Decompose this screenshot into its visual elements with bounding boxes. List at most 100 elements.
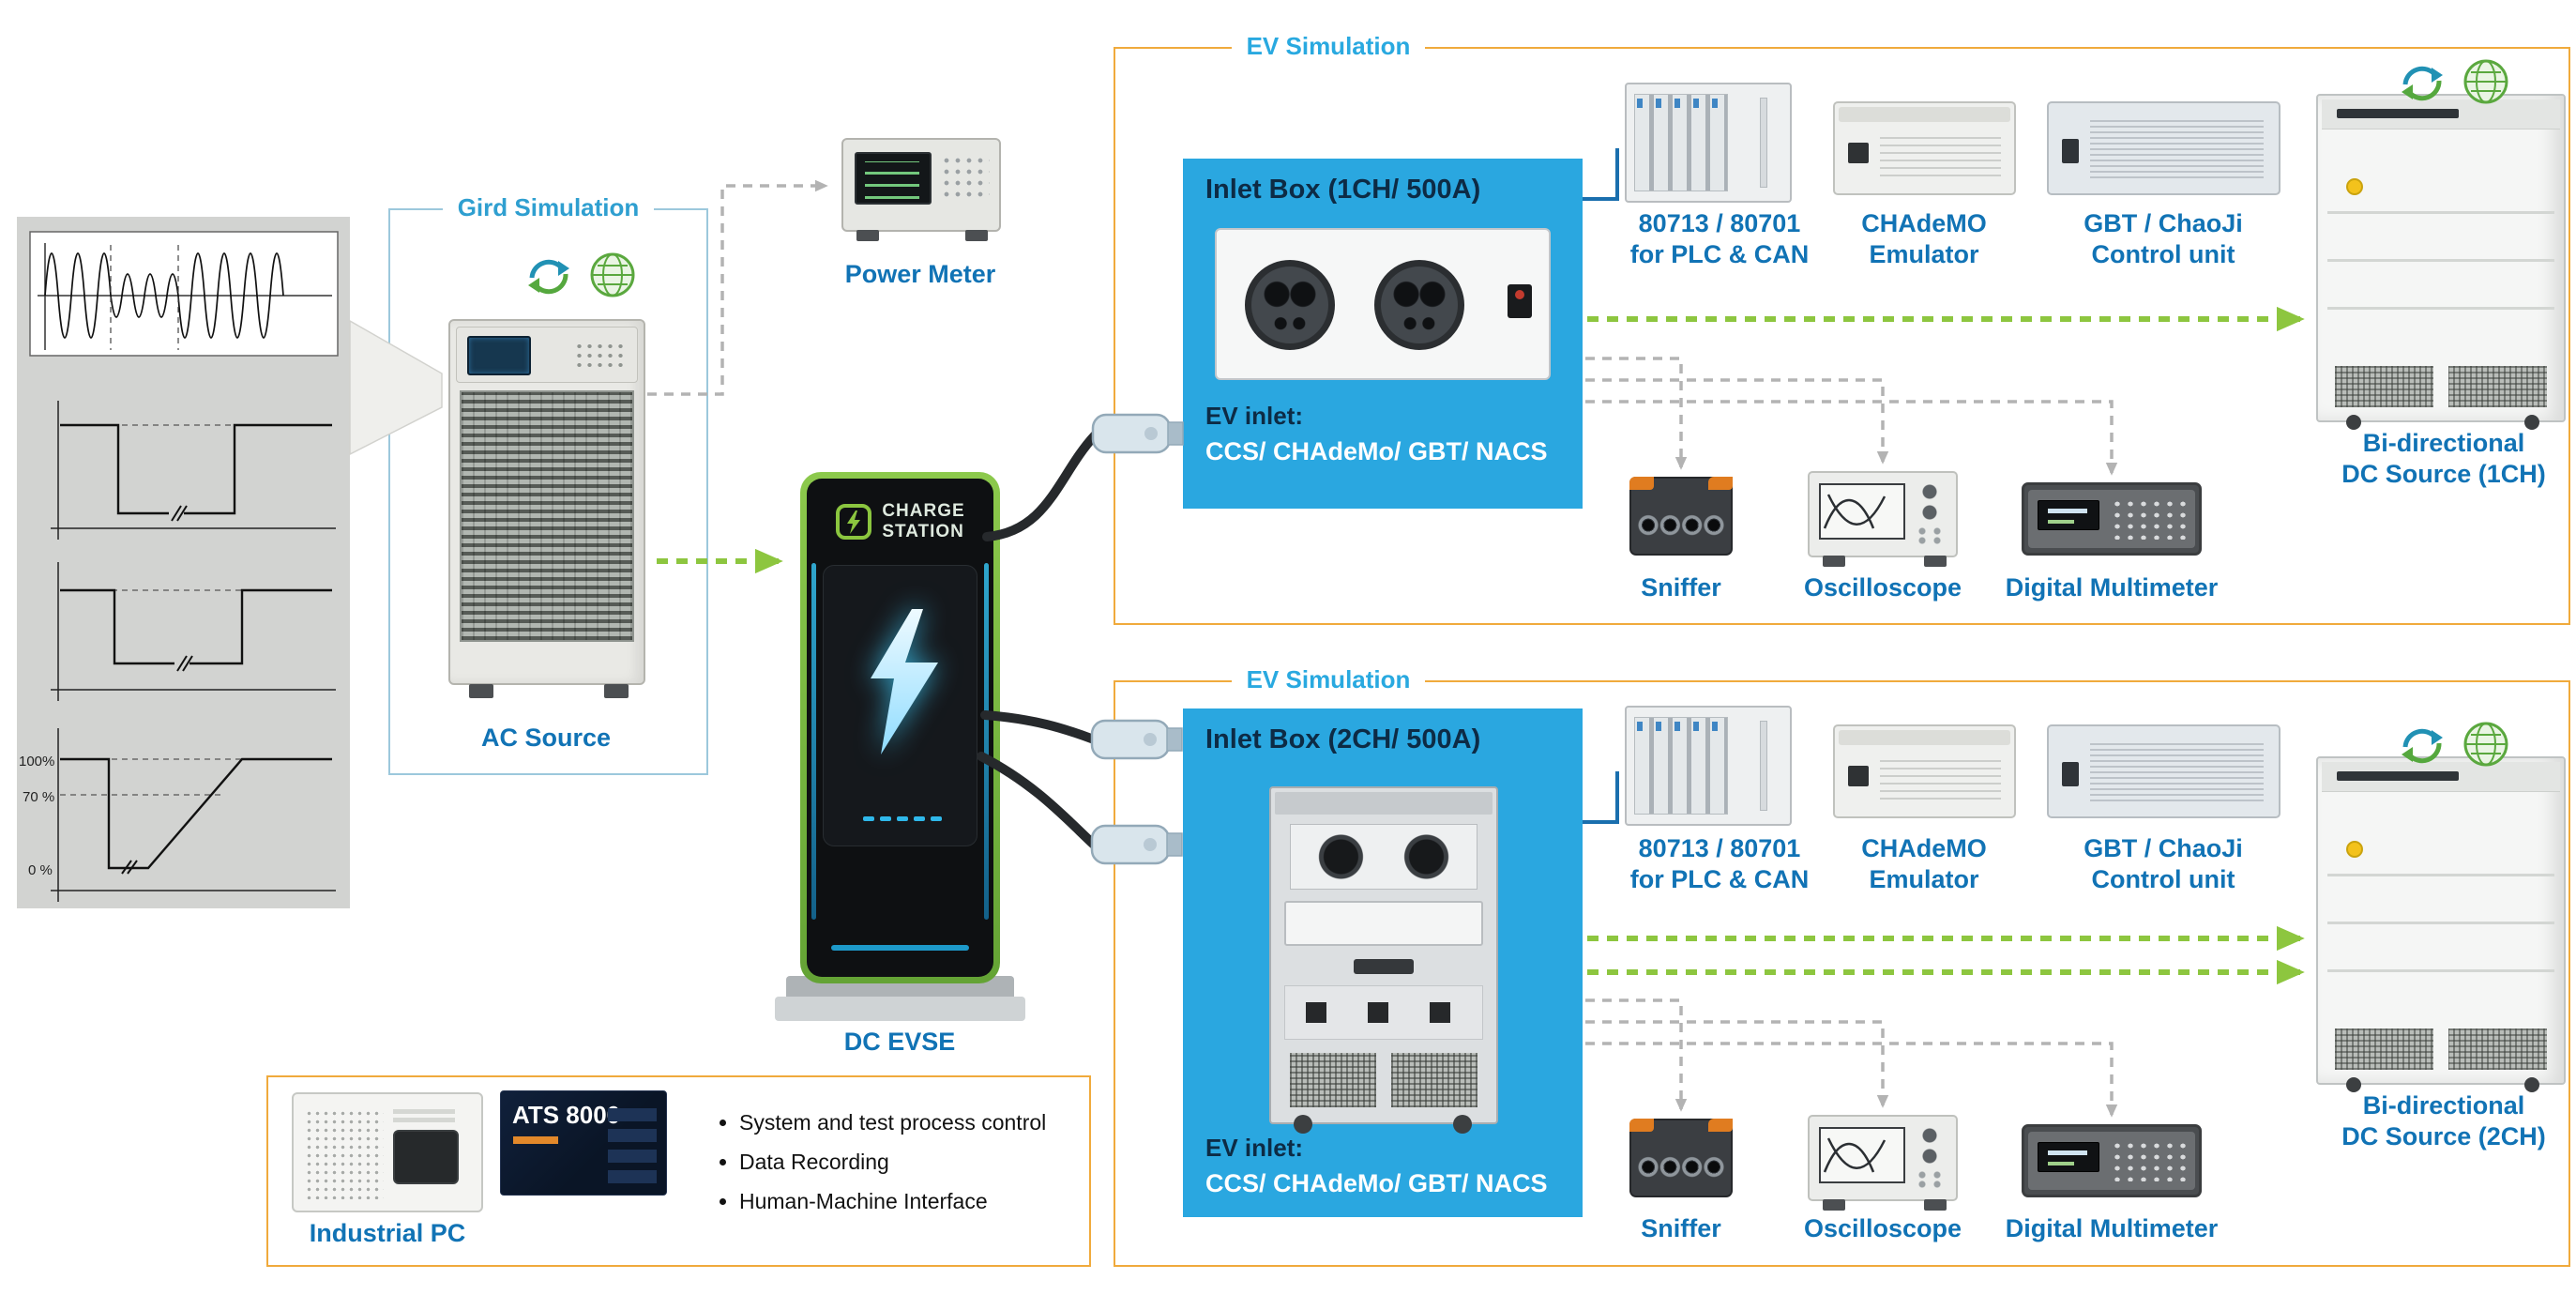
pc-function-item-3: Human-Machine Interface [739,1182,1092,1222]
chademo-emulator-device-1 [1833,101,2016,195]
oscilloscope-feet-1 [1823,556,1845,567]
grid-waveform-panel: 100% 70 % 0 % [17,217,350,908]
dc-evse-label: DC EVSE [843,1028,956,1056]
chademo-label-2-line1: CHAdeMO [1861,834,1987,862]
sniffer-device-2 [1629,1119,1733,1197]
ev-inlet-value-2: CCS/ CHAdeMo/ GBT/ NACS [1205,1169,1548,1197]
plc-can-label-2-line2: for PLC & CAN [1629,865,1810,894]
gbt-chaoji-label-2: GBT / ChaoJi Control unit [2032,833,2295,896]
gbt-chaoji-device-2 [2047,724,2281,818]
ev-simulation-title-2-text: EV Simulation [1231,665,1426,693]
pc-function-item-1: System and test process control [739,1104,1092,1143]
evse-led-bar-bottom [831,945,969,951]
industrial-pc-slots [393,1107,455,1122]
ev-inlet-label-2: EV inlet: [1205,1134,1304,1162]
cabinet-handle [1354,959,1414,974]
dc-source-1-panels [2327,208,2554,355]
dc-source-2-casters [2346,1077,2361,1092]
plot4-label-0: 0 % [28,862,53,878]
eco-recycle-globe-icon [528,252,635,297]
ats-software-title: ATS 8000 [512,1101,621,1129]
gbt-grooves-1 [2090,118,2264,178]
oscilloscope-device-2 [1808,1115,1958,1211]
industrial-pc-frame [266,1075,1091,1267]
dc-source-2-panels [2327,871,2554,1017]
inlet-rack-switch [1508,284,1532,318]
plc-can-label-1-line1: 80713 / 80701 [1638,209,1801,237]
plc-can-label-1-line2: for PLC & CAN [1629,240,1810,269]
oscilloscope-trace-2 [1823,1137,1887,1173]
bidirectional-dc-source-1-label: Bi-directional DC Source (1CH) [2294,428,2576,491]
charge-text-line1: CHARGE [882,501,965,521]
eco-recycle-globe-icon [2402,59,2508,104]
dc-evse-device: CHARGE STATION [800,472,1000,983]
charge-progress-dashes [863,816,874,821]
oscilloscope-screen-1 [1819,483,1905,540]
plot2-trace [60,423,332,515]
charge-station-icon [836,503,872,540]
bidirectional-dc-source-2-label: Bi-directional DC Source (2CH) [2294,1090,2576,1153]
charging-cable-1 [982,431,1099,541]
bidirectional-dc-source-1-device [2316,94,2566,430]
ccs-inlet-socket-1 [1245,260,1335,350]
plc-can-label-2: 80713 / 80701 for PLC & CAN [1598,833,1841,896]
plot4-label-100: 100% [19,754,54,769]
bidirectional-dc-source-2-device [2316,756,2566,1092]
gbt-grooves-2 [2090,741,2264,801]
ev-inlet-value-1: CCS/ CHAdeMo/ GBT/ NACS [1205,437,1548,465]
plot4-trace [60,757,332,870]
gbt-chaoji-label-1: GBT / ChaoJi Control unit [2032,208,2295,271]
plot2-break-1 [171,505,182,522]
waveform-plots: 100% 70 % 0 % [19,231,339,902]
sniffer-label-2: Sniffer [1641,1214,1721,1242]
oscilloscope-label-2: Oscilloscope [1803,1214,1962,1242]
dc-source-1-vents [2335,366,2547,407]
ats-software-screen: ATS 8000 [500,1090,667,1196]
pc-functions-list: System and test process control Data Rec… [713,1104,1092,1222]
lightning-bolt-icon [871,609,938,754]
dc-source-2-label-line2: DC Source (2CH) [2341,1122,2546,1151]
oscilloscope-knobs-2 [1911,1126,1948,1188]
dc-source-2-top [2322,762,2560,792]
dc-evse-screen [823,565,977,846]
ac-source-vents [460,390,634,642]
oscilloscope-trace-1 [1823,494,1887,529]
ev-simulation-title-1-text: EV Simulation [1231,32,1426,60]
gbt-label-1-line2: Control unit [2091,240,2235,269]
plot3-break-1 [176,655,188,672]
oscilloscope-knobs-1 [1911,482,1948,544]
multimeter-display-1 [2038,500,2099,530]
dc-source-1-casters [2346,415,2361,430]
inlet-rack-1ch-device [1215,228,1551,380]
chademo-emulator-label-1: CHAdeMO Emulator [1811,208,2037,271]
ac-source-buttons [574,342,629,368]
cabinet-inlet-ports [1290,824,1477,890]
ac-source-label: AC Source [480,724,612,752]
plc-can-chassis-1 [1625,83,1792,203]
oscilloscope-label-1: Oscilloscope [1803,573,1962,602]
plot4-label-70: 70 % [23,789,54,805]
ccs-inlet-socket-2 [1374,260,1464,350]
evse-led-strip-right [984,563,989,920]
chademo-label-2-line2: Emulator [1869,865,1979,894]
evse-led-strip-left [811,563,816,920]
charge-station-text: CHARGE STATION [882,501,964,542]
chademo-label-1-line1: CHAdeMO [1861,209,1987,237]
ev-simulation-frame-1 [1114,47,2570,625]
dc-source-1-indicator [2346,178,2363,195]
plc-can-chassis-2 [1625,706,1792,826]
multimeter-keys-1 [2111,498,2190,540]
ev-simulation-frame-2 [1114,680,2570,1267]
gbt-label-2-line1: GBT / ChaoJi [2084,834,2243,862]
dc-evse-header: CHARGE STATION [807,501,993,542]
sniffer-label-1: Sniffer [1641,573,1721,602]
gbt-label-2-line2: Control unit [2091,865,2235,894]
plot3-break-2 [182,655,193,672]
chademo-emulator-label-2: CHAdeMO Emulator [1811,833,2037,896]
ev-inlet-label-1: EV inlet: [1205,402,1304,430]
dc-source-2-label-line1: Bi-directional [2362,1091,2525,1120]
dc-source-1-label-line1: Bi-directional [2362,429,2525,457]
cabinet-top-strip [1275,792,1493,815]
dc-source-1-label-line2: DC Source (1CH) [2341,460,2546,489]
